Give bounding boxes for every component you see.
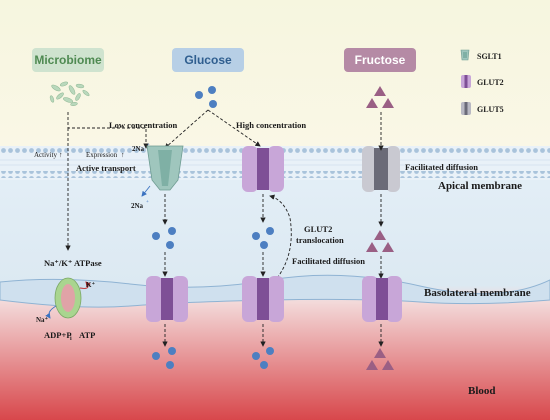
legend-glut5-label: GLUT5	[477, 105, 504, 114]
legend-sglt1-icon	[460, 49, 470, 61]
na-ion-label: Na⁺	[36, 316, 49, 324]
fructose-title: Fructose	[355, 53, 406, 67]
legend-sglt1-label: SGLT1	[477, 52, 502, 61]
translocation-arrow	[269, 194, 292, 283]
na-bottom-plus: +	[146, 200, 149, 205]
blood-label: Blood	[468, 385, 496, 397]
na-k-atpase-label: Na⁺/K⁺ ATPase	[44, 258, 102, 268]
low-concentration-label: Low concentration	[109, 120, 178, 130]
k-ion-label: K⁺	[86, 281, 95, 289]
na-bottom-label: 2Na	[131, 202, 144, 210]
adp-sub-label: i	[70, 336, 72, 342]
glut2-translocation-label-2: translocation	[296, 235, 344, 245]
glucose-molecules-top	[195, 86, 217, 108]
glucose-molecules-mid-right	[252, 227, 274, 249]
glut2-translocation-label-1: GLUT2	[304, 224, 332, 234]
blood-flow-arrows	[162, 324, 384, 347]
sglt1-transporter	[146, 145, 184, 191]
na-top-plus: +	[147, 143, 150, 148]
facilitated-diffusion-mid-label: Facilitated diffusion	[292, 256, 365, 266]
apical-flow-arrows	[162, 112, 384, 227]
glut2-basolateral-left	[146, 276, 188, 322]
glucose-title: Glucose	[184, 53, 232, 67]
microbiome-pathway-arrows	[65, 112, 149, 251]
activity-label: Activity	[34, 151, 57, 159]
bacteria-cluster-icon	[49, 81, 90, 106]
apical-membrane-label: Apical membrane	[438, 180, 522, 192]
activity-up-arrow: ↑	[59, 151, 63, 159]
glut2-apical-transporter	[242, 146, 284, 192]
atp-label: ATP	[79, 330, 95, 340]
fructose-header: Fructose	[344, 48, 416, 72]
legend: SGLT1 GLUT2 GLUT5	[460, 49, 504, 115]
mid-flow-arrows	[162, 252, 384, 279]
na-k-atpase-pump	[45, 277, 91, 319]
expression-up-arrow: ↑	[121, 151, 125, 159]
active-transport-label: Active transport	[76, 163, 136, 173]
glut2-basolateral-right	[242, 276, 284, 322]
microbiome-title: Microbiome	[34, 53, 102, 67]
expression-label: Expression	[86, 151, 118, 159]
glucose-molecules-blood-right	[252, 347, 274, 369]
legend-glut2-icon	[461, 75, 471, 88]
microbiome-header: Microbiome	[32, 48, 104, 72]
legend-glut2-label: GLUT2	[477, 78, 504, 87]
glucose-branch-arrows	[164, 109, 261, 149]
fructose-molecules-mid	[366, 230, 394, 252]
legend-glut5-icon	[461, 102, 471, 115]
glucose-header: Glucose	[172, 48, 244, 72]
glut5-apical-transporter	[362, 146, 400, 192]
adp-label: ADP+P	[44, 330, 72, 340]
glut2-basolateral-fructose	[362, 276, 402, 322]
basolateral-membrane-label: Basolateral membrane	[424, 287, 531, 299]
fructose-molecules-blood	[366, 348, 394, 370]
fructose-molecules-top	[366, 86, 394, 108]
glucose-molecules-mid-left	[152, 227, 176, 249]
facilitated-diffusion-top-label: Facilitated diffusion	[405, 162, 478, 172]
na-top-label: 2Na	[132, 145, 145, 153]
sodium-ions: 2Na + 2Na +	[131, 143, 151, 210]
high-concentration-label: High concentration	[236, 120, 306, 130]
glucose-molecules-blood-left	[152, 347, 176, 369]
